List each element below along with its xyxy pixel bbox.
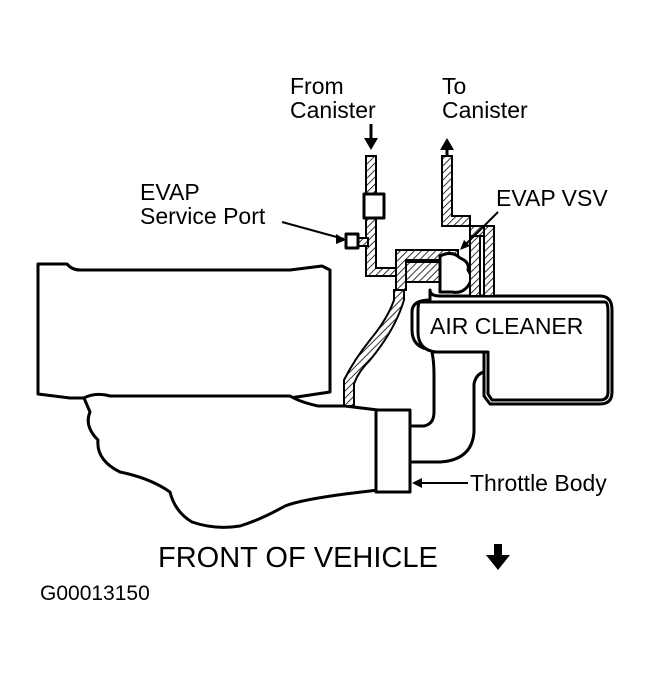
from-canister-label-line2: Canister — [290, 97, 376, 123]
to-canister-label-line2: Canister — [442, 97, 528, 123]
evap-purge-hose — [343, 289, 405, 407]
down-arrow-icon — [486, 544, 510, 570]
left-component — [36, 262, 332, 400]
figure-code: G00013150 — [40, 582, 150, 605]
intake-duct — [408, 350, 486, 464]
front-of-vehicle-label: FRONT OF VEHICLE — [158, 542, 438, 574]
leader-lines — [281, 211, 499, 488]
throttle-body — [374, 408, 412, 494]
air-cleaner-label: AIR CLEANER — [430, 313, 583, 339]
down-arrow-icon — [364, 124, 378, 150]
from-canister-hose — [344, 155, 397, 277]
air-cleaner — [410, 288, 614, 406]
throttle-body-label: Throttle Body — [470, 470, 607, 496]
to-canister-hose — [441, 155, 471, 227]
evap-vsv-label: EVAP VSV — [496, 185, 608, 211]
evap-service-port-label-line2: Service Port — [140, 203, 266, 229]
up-arrow-icon — [440, 138, 454, 156]
evap-vsv — [395, 225, 495, 297]
from-canister-label: From — [290, 73, 344, 99]
to-canister-label: To — [442, 73, 466, 99]
intake-manifold — [82, 392, 380, 529]
evap-service-port-label: EVAP — [140, 179, 200, 205]
